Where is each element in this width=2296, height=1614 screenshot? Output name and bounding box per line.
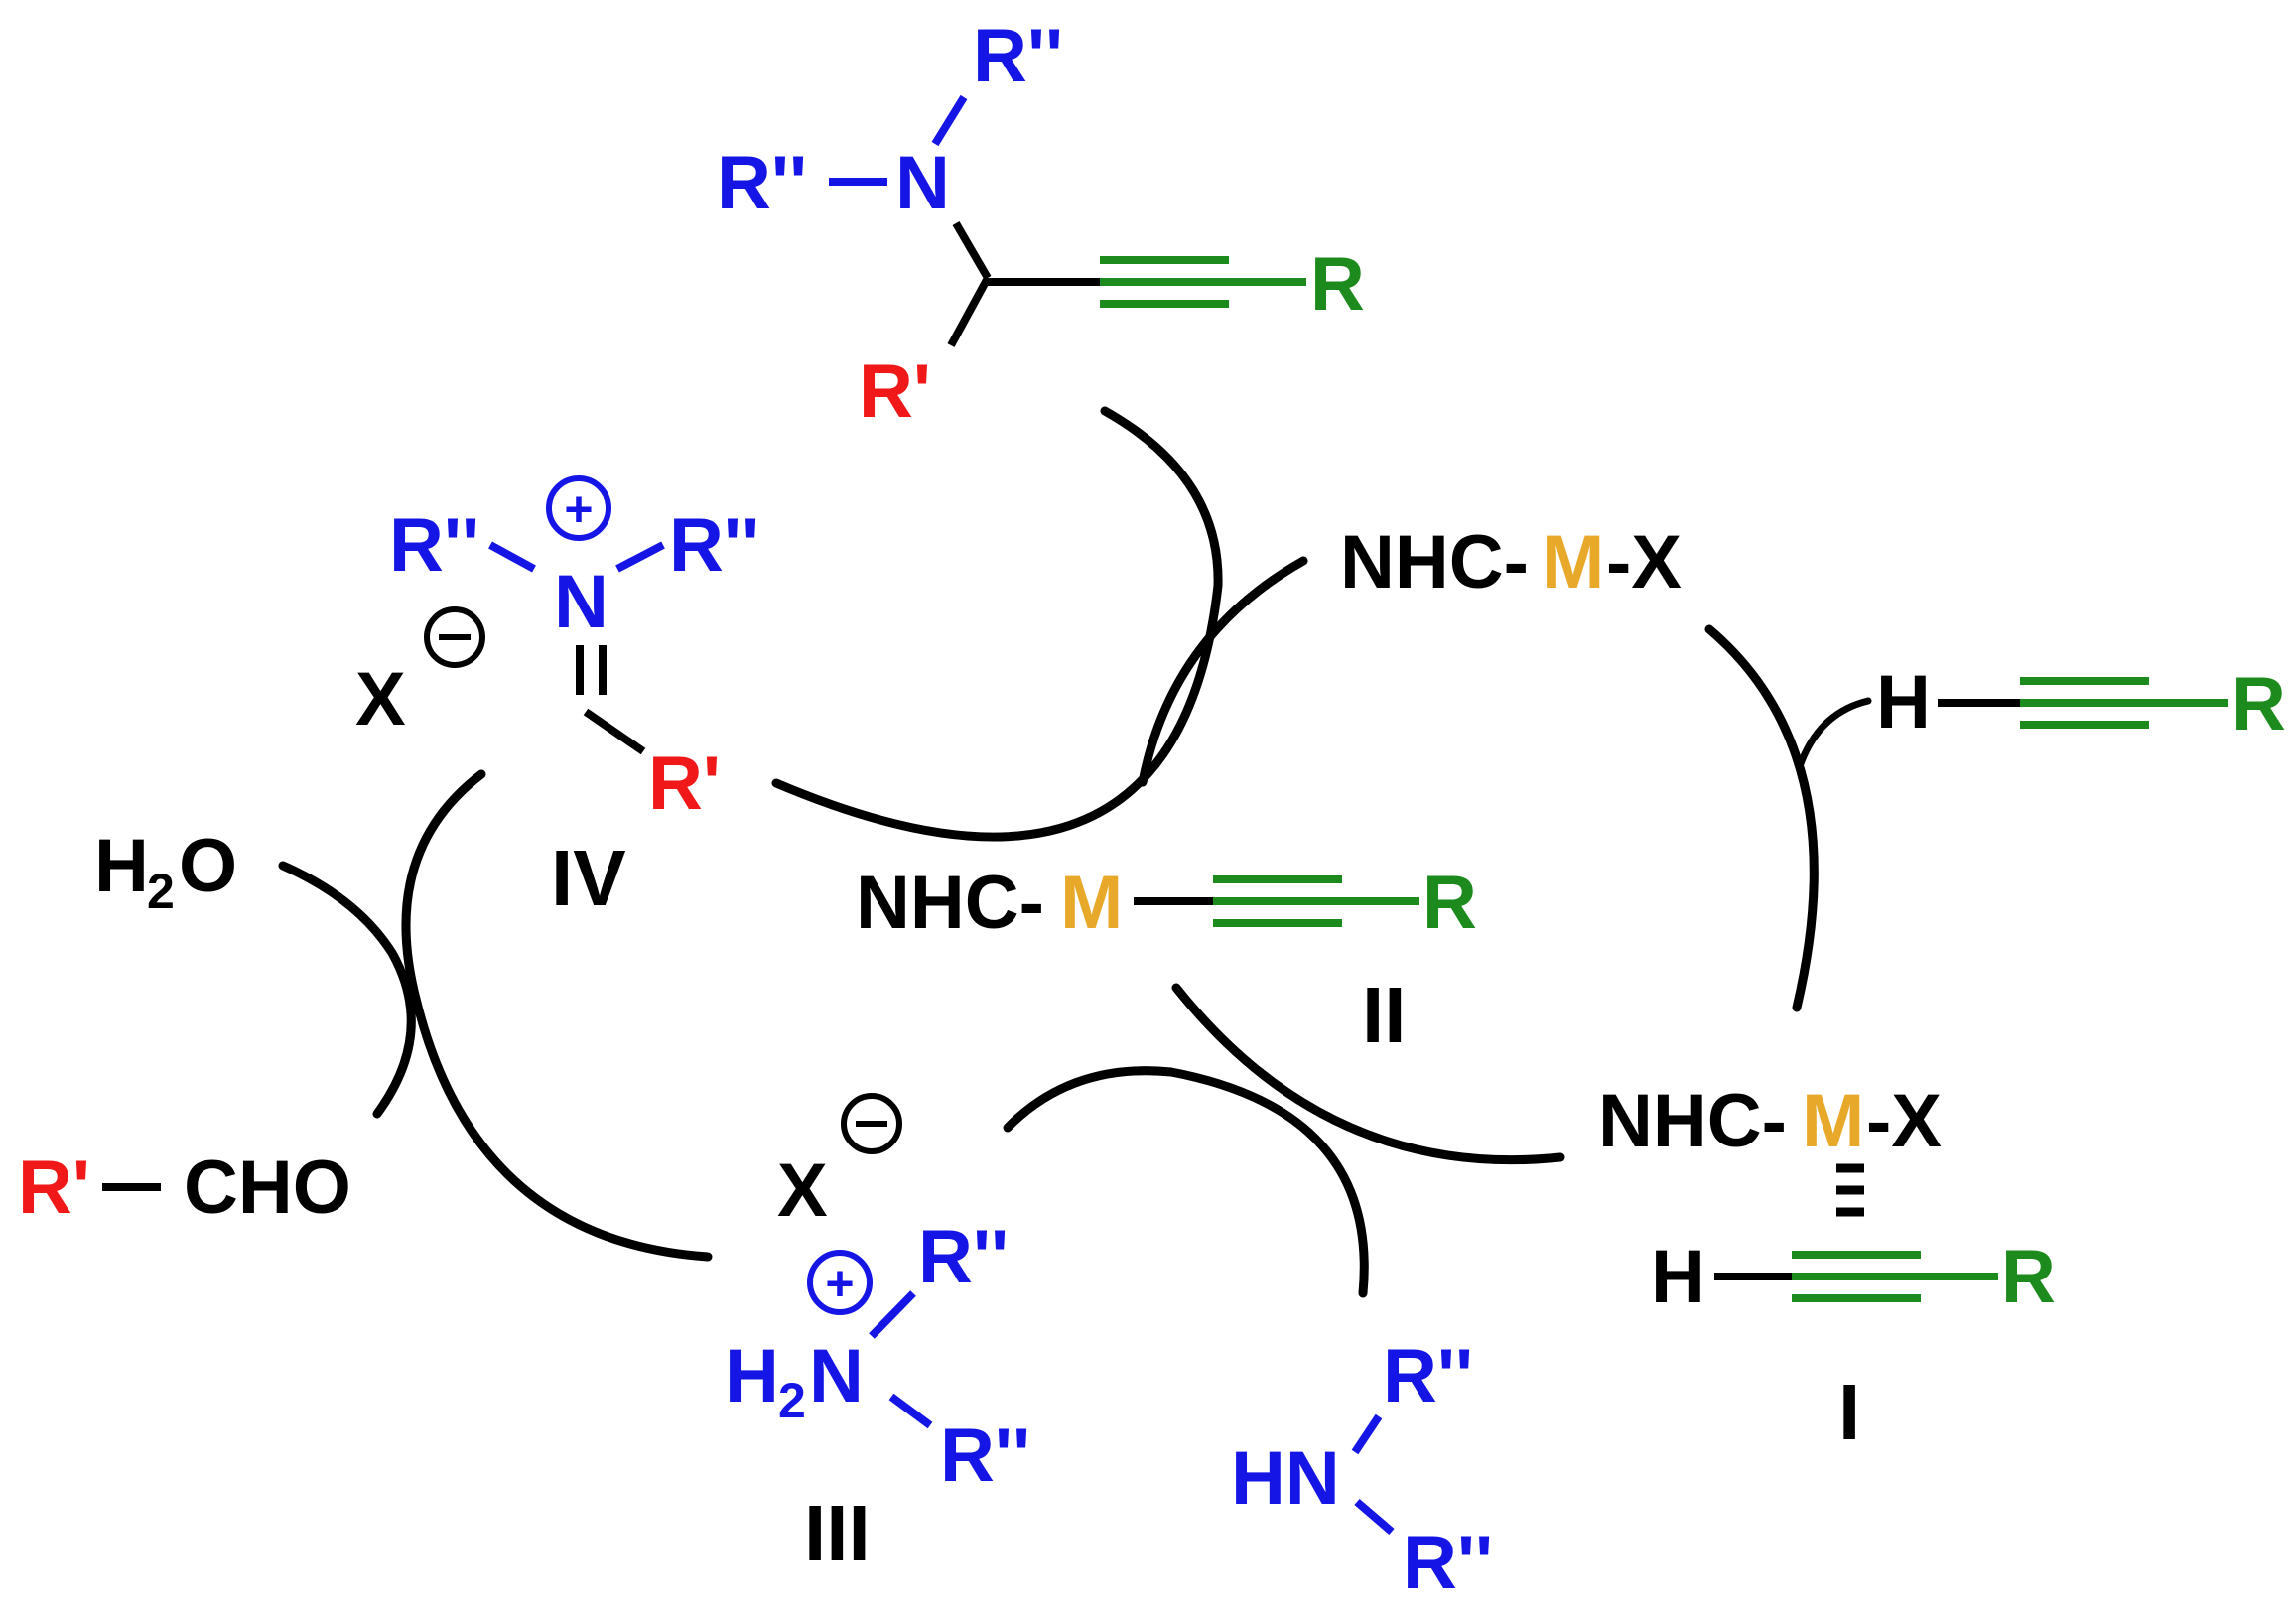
svg-text:R: R — [2001, 1235, 2056, 1319]
iminium-plus-icon — [546, 475, 611, 541]
water-byproduct: H 2 O — [94, 824, 237, 919]
product-r2-left: R'' — [717, 141, 807, 225]
product-r2-top: R'' — [973, 14, 1063, 98]
amine-r2-bottom: R'' — [1403, 1521, 1493, 1605]
ammonium-intermediate-iii: X + R'' H 2 N R'' III — [725, 1093, 1030, 1577]
svg-text:H: H — [94, 824, 149, 908]
svg-text:H: H — [725, 1334, 779, 1418]
svg-text:NHC-: NHC- — [856, 861, 1044, 945]
svg-text:2: 2 — [147, 864, 175, 919]
svg-text:H: H — [1651, 1235, 1705, 1319]
pi-complex-intermediate-i: NHC- M -X H R I — [1598, 1079, 2056, 1456]
catalyst-nhc-m-x: NHC- M -X — [1340, 520, 1682, 605]
arrow-water-release — [278, 861, 416, 1119]
ammonium-minus-icon — [841, 1093, 902, 1154]
ammonium-nitrogen: N — [809, 1334, 864, 1418]
label-i: I — [1838, 1368, 1860, 1456]
aldehyde-cho: CHO — [184, 1145, 351, 1230]
svg-text:NHC-: NHC- — [1598, 1079, 1787, 1163]
svg-text:H: H — [1876, 660, 1931, 744]
arrow-iminium-to-product — [771, 406, 1223, 842]
cycle-arrows — [278, 406, 1872, 1298]
aldehyde-r1: R' — [18, 1145, 90, 1230]
label-iv: IV — [551, 834, 626, 922]
label-ii: II — [1362, 971, 1406, 1059]
svg-text:O: O — [179, 824, 237, 908]
acetylide-metal: M — [1060, 861, 1123, 945]
label-iii: III — [804, 1489, 871, 1577]
svg-text:R: R — [1422, 861, 1477, 945]
terminal-alkyne-reagent: H R — [1876, 660, 2286, 746]
product-r1: R' — [859, 349, 931, 434]
amine-r2-top: R'' — [1383, 1334, 1473, 1418]
svg-text:-X: -X — [1866, 1079, 1942, 1163]
ammonium-r2-top: R'' — [918, 1215, 1009, 1299]
svg-text:NHC-: NHC- — [1340, 520, 1529, 605]
ammonium-counter-ion: X — [777, 1148, 828, 1233]
arrow-ammonium-to-iminium — [401, 769, 713, 1262]
arrow-pi-complex-to-acetylide — [1171, 983, 1565, 1165]
iminium-minus-icon — [424, 606, 485, 668]
svg-text:+: + — [825, 1256, 854, 1311]
iminium-counter-ion: X — [355, 657, 406, 741]
pi-complex-metal: M — [1802, 1079, 1864, 1163]
ammonium-r2-bottom: R'' — [940, 1413, 1030, 1498]
aldehyde-reagent: R' CHO — [18, 1145, 351, 1230]
arrow-amine-entry — [1003, 1066, 1369, 1298]
catalyst-metal: M — [1542, 520, 1604, 605]
propargylamine-product: R'' R'' N R R' — [717, 14, 1365, 434]
arrow-acetylide-to-catalyst — [1138, 556, 1308, 787]
arrow-catalyst-to-pi-complex — [1704, 624, 1819, 1012]
svg-text:+: + — [564, 481, 593, 537]
product-nitrogen: N — [895, 141, 950, 225]
iminium-r2-right: R'' — [669, 503, 759, 588]
ammonium-plus-icon — [807, 1250, 873, 1315]
iminium-r2-left: R'' — [389, 503, 479, 588]
secondary-amine-reagent: R'' HN R'' — [1231, 1334, 1493, 1605]
svg-text:-X: -X — [1606, 520, 1682, 605]
product-r: R — [1310, 242, 1365, 327]
iminium-intermediate-iv: + R'' R'' N R' X IV — [355, 475, 759, 922]
amine-hn: HN — [1231, 1436, 1340, 1521]
arrow-alkyne-entry — [1796, 697, 1872, 770]
iminium-r1: R' — [648, 741, 721, 826]
acetylide-intermediate-ii: NHC- M R II — [856, 861, 1477, 1059]
svg-text:2: 2 — [778, 1373, 806, 1428]
iminium-nitrogen: N — [554, 560, 608, 644]
svg-text:R: R — [2231, 662, 2286, 746]
